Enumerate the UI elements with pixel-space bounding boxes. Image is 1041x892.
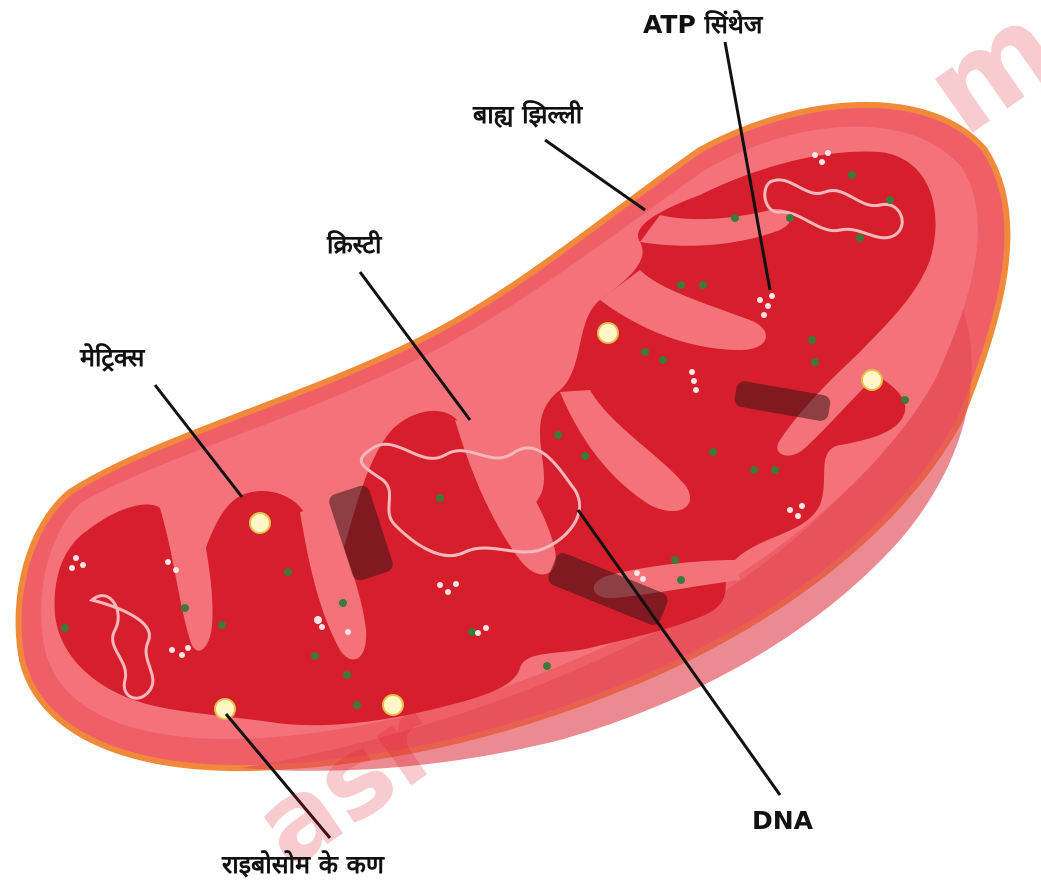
particle: [640, 576, 646, 582]
particle: [799, 503, 805, 509]
ribosome-dot: [215, 699, 235, 719]
granule: [699, 281, 707, 289]
particle: [445, 589, 451, 595]
granule: [856, 234, 864, 242]
granule: [353, 701, 361, 709]
granule: [218, 621, 226, 629]
ribosome-dot: [383, 695, 403, 715]
particle: [483, 625, 489, 631]
particle: [345, 629, 351, 635]
particle: [185, 645, 191, 651]
particle: [757, 297, 763, 303]
granule: [436, 494, 444, 502]
granule: [771, 466, 779, 474]
granule: [554, 431, 562, 439]
granule: [811, 358, 819, 366]
particle: [453, 581, 459, 587]
particle: [80, 562, 86, 568]
particle: [765, 303, 771, 309]
label-cristae: क्रिस्टी: [327, 232, 381, 257]
ribosome-dot: [862, 370, 882, 390]
particle: [634, 570, 640, 576]
granule: [901, 396, 909, 404]
particle: [689, 369, 695, 375]
granule: [709, 448, 717, 456]
granule: [339, 599, 347, 607]
granule: [671, 556, 679, 564]
granule: [61, 624, 69, 632]
particle: [165, 559, 171, 565]
particle: [825, 150, 831, 156]
particle: [169, 647, 175, 653]
particle: [693, 387, 699, 393]
label-dna: DNA: [752, 808, 813, 833]
particle: [795, 513, 801, 519]
label-outer-membrane: बाह्य झिल्ली: [473, 102, 582, 127]
granule: [311, 652, 319, 660]
particle: [787, 507, 793, 513]
particle: [819, 159, 825, 165]
granule: [731, 214, 739, 222]
particle: [691, 378, 697, 384]
granule: [786, 214, 794, 222]
particle: [437, 582, 443, 588]
granule: [677, 281, 685, 289]
particle: [319, 624, 325, 630]
granule: [677, 576, 685, 584]
granule: [181, 604, 189, 612]
ribosome-dot: [250, 513, 270, 533]
label-matrix: मेट्रिक्स: [80, 345, 144, 370]
granule: [659, 356, 667, 364]
label-ribosome: राइबोसोम के कण: [222, 852, 384, 877]
granule: [848, 171, 856, 179]
granule: [641, 348, 649, 356]
particle: [73, 555, 79, 561]
particle: [314, 616, 322, 624]
granule: [581, 452, 589, 460]
granule: [750, 466, 758, 474]
particle: [761, 312, 767, 318]
granule: [468, 628, 476, 636]
granule: [808, 336, 816, 344]
granule: [343, 671, 351, 679]
label-atp-synthase: ATP सिंथेज: [643, 12, 762, 37]
granule: [543, 662, 551, 670]
leader-line-outer-membrane: [545, 140, 645, 210]
particle: [179, 652, 185, 658]
particle: [69, 565, 75, 571]
particle: [769, 293, 775, 299]
particle: [173, 567, 179, 573]
particle: [475, 630, 481, 636]
ribosome-dot: [598, 323, 618, 343]
granule: [886, 196, 894, 204]
granule: [284, 568, 292, 576]
particle: [812, 152, 818, 158]
